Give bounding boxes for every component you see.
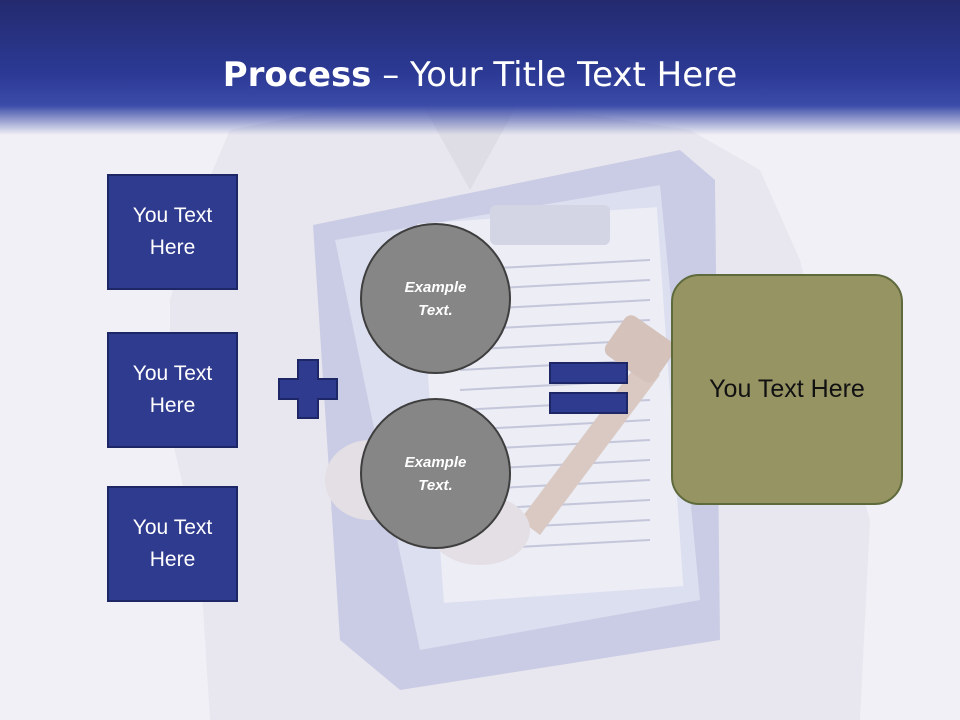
slide-title-rest: – Your Title Text Here xyxy=(371,55,738,95)
plus-icon xyxy=(278,359,338,419)
left-text-box-1[interactable]: You Text Here xyxy=(107,174,238,290)
example-circle-2[interactable]: Example Text. xyxy=(360,398,511,549)
slide-title-bold: Process xyxy=(222,55,372,95)
example-circle-1[interactable]: Example Text. xyxy=(360,223,511,374)
result-box[interactable]: You Text Here xyxy=(671,274,903,505)
header-band xyxy=(0,0,960,135)
left-text-box-3[interactable]: You Text Here xyxy=(107,486,238,602)
equals-icon xyxy=(549,362,628,414)
slide-title: Process – Your Title Text Here xyxy=(0,53,960,97)
left-text-box-2[interactable]: You Text Here xyxy=(107,332,238,448)
